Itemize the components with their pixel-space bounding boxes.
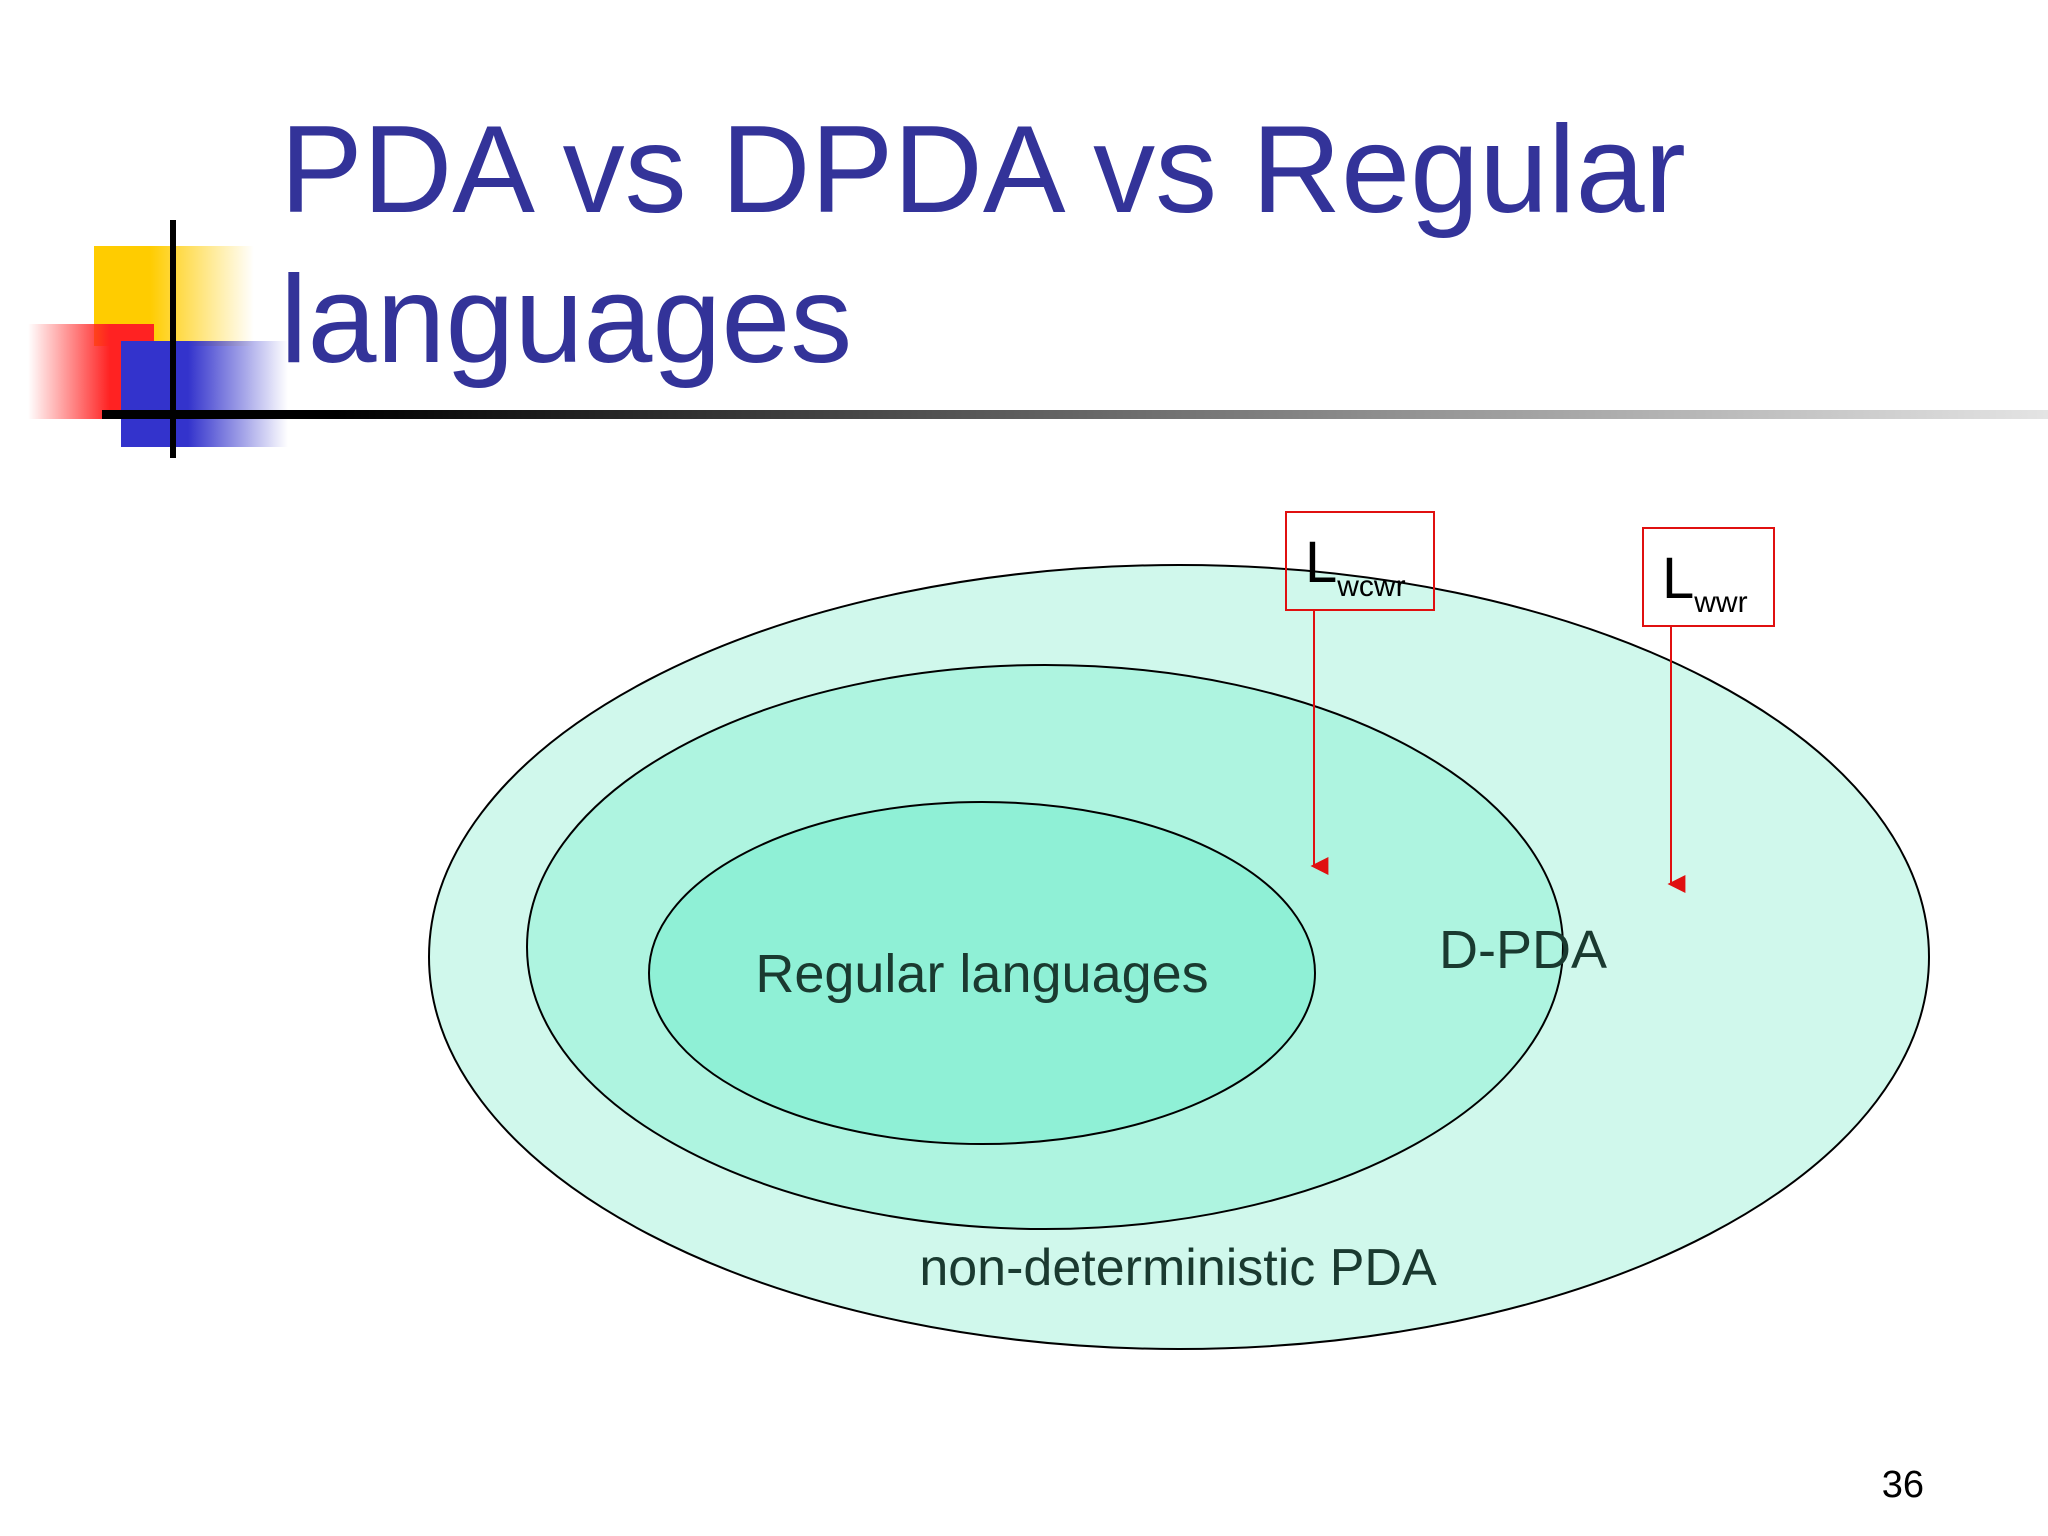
lwwr-callout-box [1642, 527, 1775, 627]
lwwr-callout-label: Lwwr [1662, 546, 1748, 619]
lwcwr-base: L [1305, 530, 1337, 595]
dpda-label: D-PDA [1439, 920, 1607, 980]
slide-title-line-1: PDA vs DPDA vs Regular [280, 101, 1686, 239]
regular-languages-label: Regular languages [755, 944, 1208, 1004]
blue-square-decoration [121, 341, 288, 447]
slide-title-line-2: languages [280, 251, 853, 389]
slide-number: 36 [1881, 1464, 1924, 1506]
lwcwr-callout-box [1285, 511, 1435, 611]
slide-title: PDA vs DPDA vs Regular languages [280, 95, 2000, 395]
lwcwr-subscript: wcwr [1336, 570, 1405, 603]
title-underline-rule [102, 410, 2048, 419]
lwwr-subscript: wwr [1693, 586, 1747, 619]
lwcwr-callout-label: Lwcwr [1305, 530, 1406, 603]
lwwr-base: L [1662, 546, 1694, 611]
regular-languages-ellipse [648, 801, 1316, 1145]
vertical-rule-decoration [170, 220, 176, 458]
npda-label: non-deterministic PDA [919, 1239, 1437, 1297]
